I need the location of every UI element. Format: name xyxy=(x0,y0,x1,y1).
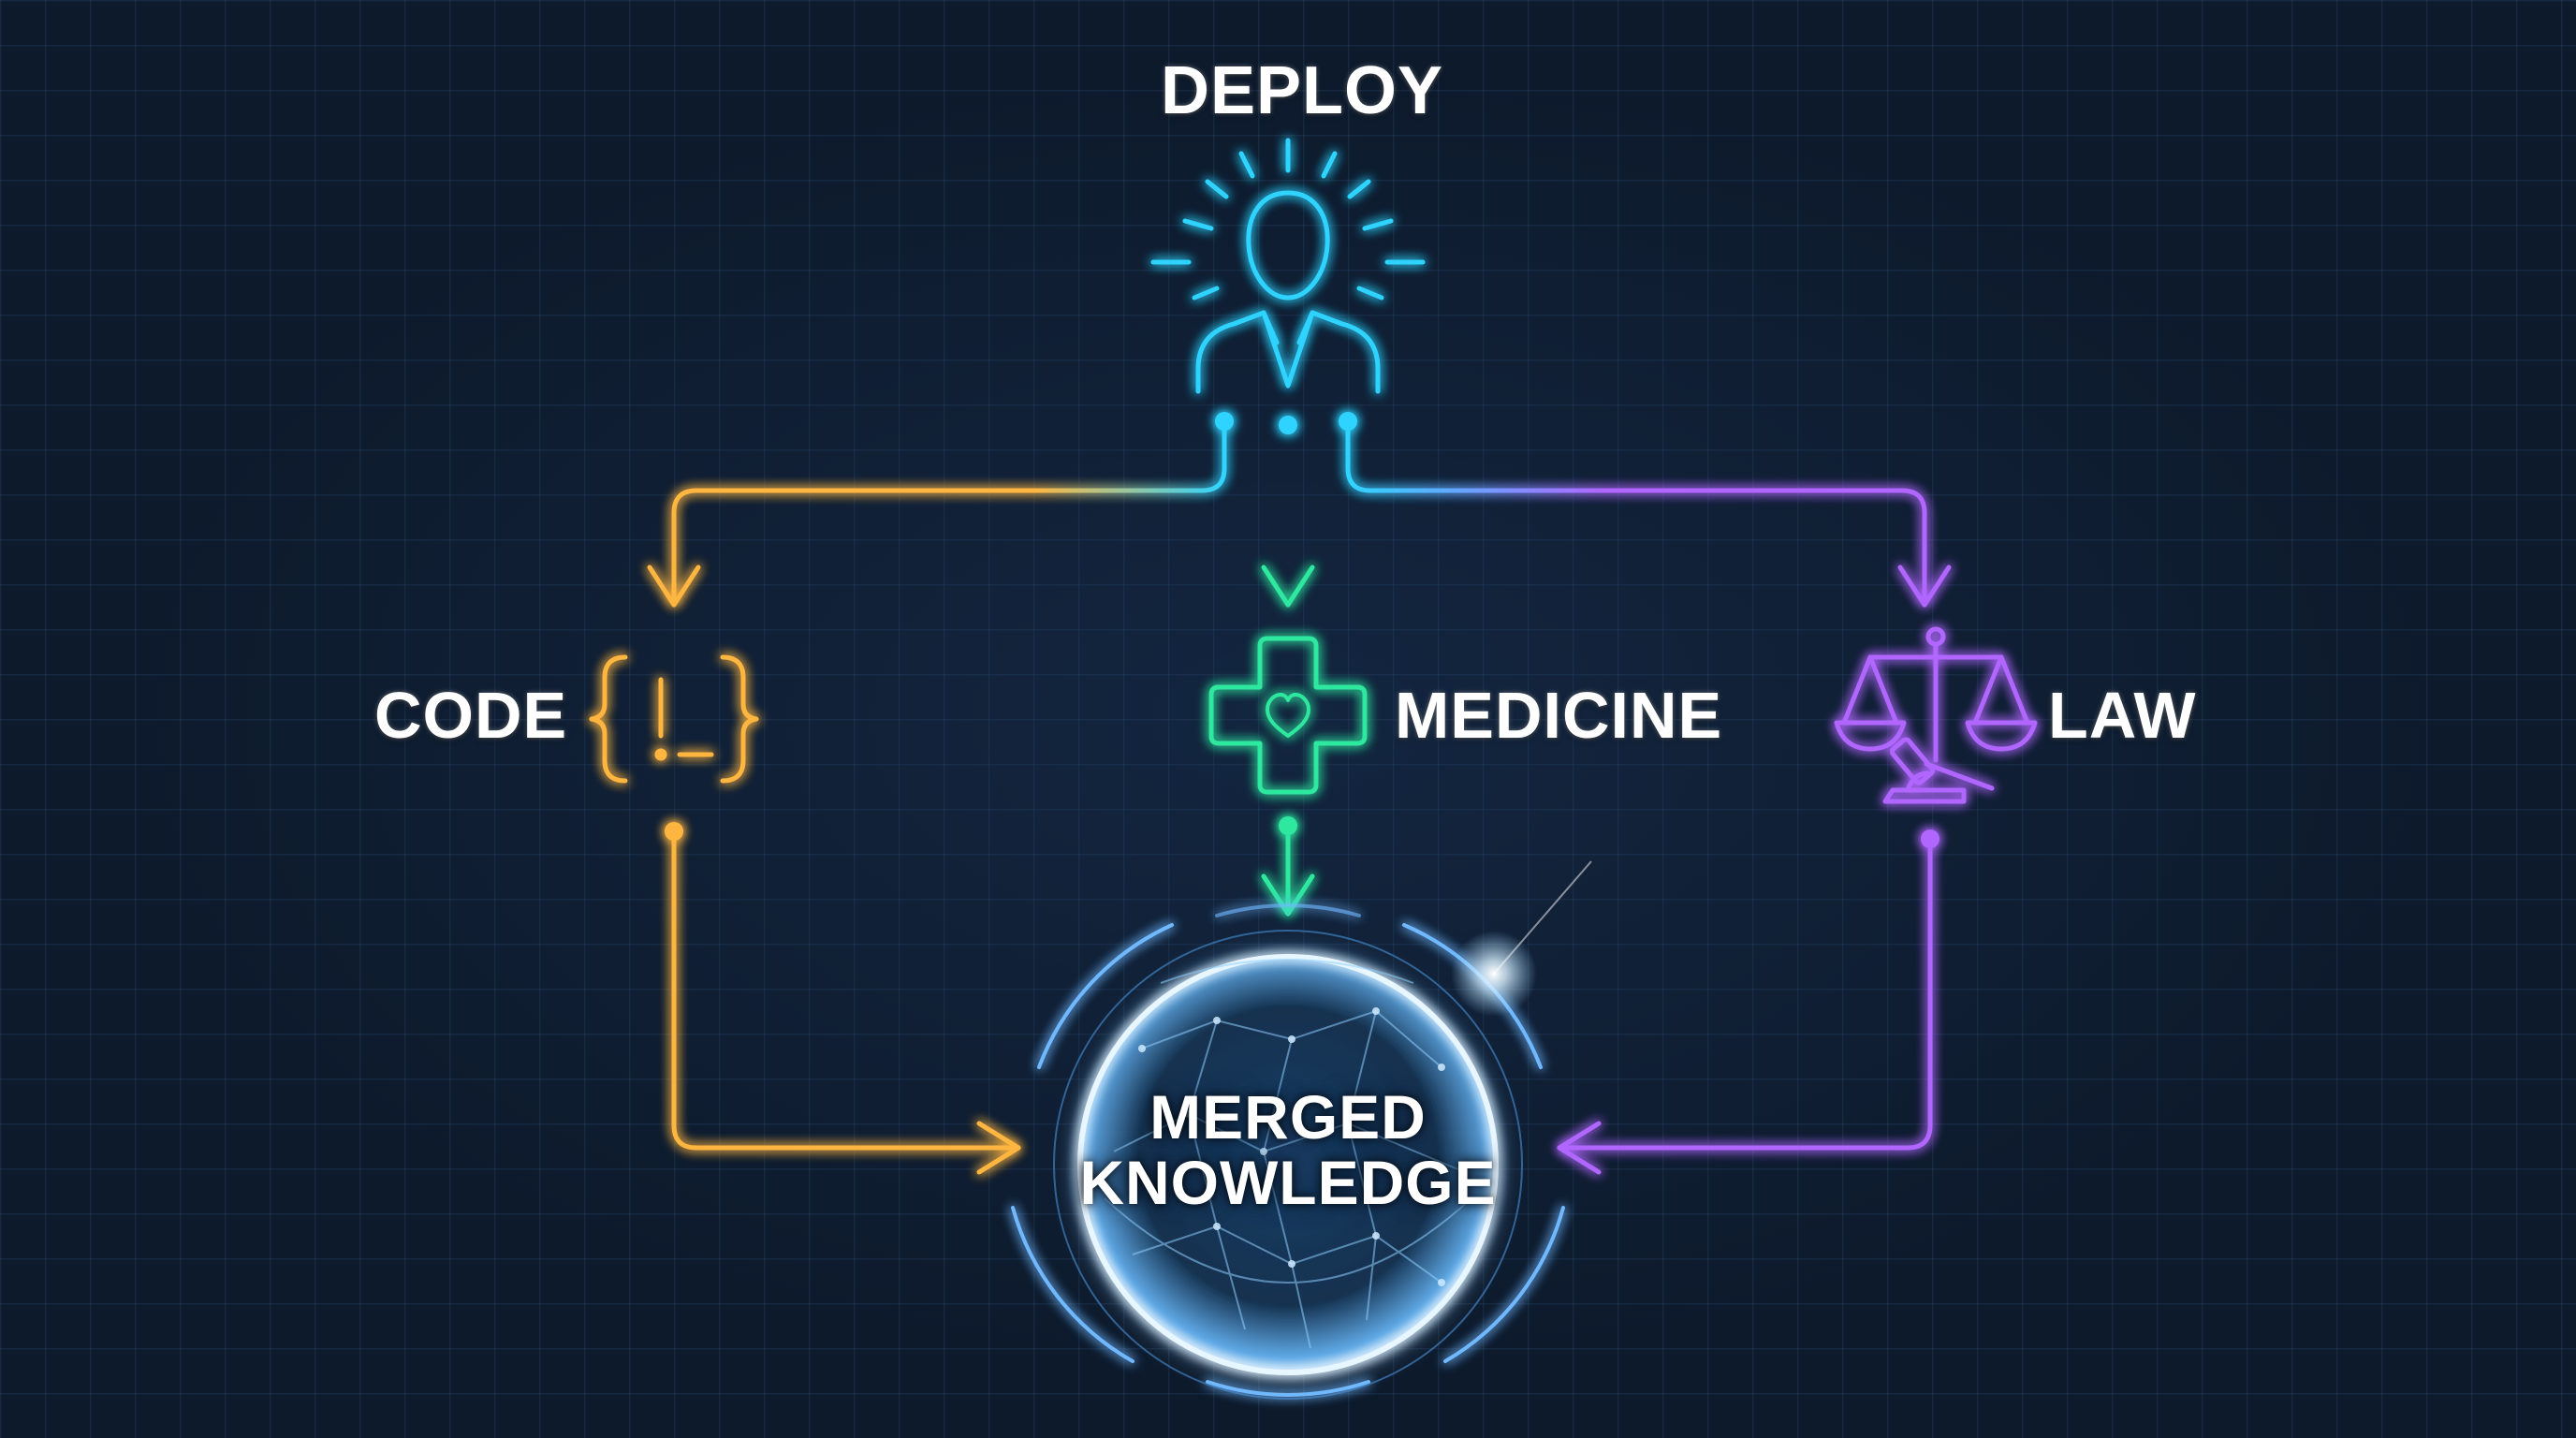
law-label: LAW xyxy=(2048,679,2197,752)
merged-label-line1: MERGED xyxy=(1149,1082,1427,1152)
medical-cross-icon xyxy=(1208,636,1368,795)
arrowhead-law xyxy=(1897,565,1952,608)
code-braces-icon xyxy=(589,654,759,784)
code-label: CODE xyxy=(374,679,568,752)
globe-network-icon xyxy=(1011,860,1592,1400)
person-icon xyxy=(1150,138,1426,394)
scales-gavel-icon xyxy=(1834,626,2038,804)
deploy-label: DEPLOY xyxy=(1161,53,1444,128)
arrowhead-code xyxy=(647,565,701,608)
connector-medicine-to-merged xyxy=(1261,816,1315,917)
connector-law-to-merged xyxy=(1557,829,1939,1175)
connector-deploy-to-medicine xyxy=(1261,416,1315,608)
connector-code-to-merged xyxy=(665,822,1021,1175)
medicine-label: MEDICINE xyxy=(1395,679,1723,752)
arrowhead-medicine xyxy=(1261,565,1315,608)
connector-deploy-to-law xyxy=(1339,412,1952,608)
merged-knowledge-label: MERGED KNOWLEDGE xyxy=(1054,1084,1522,1215)
connector-deploy-to-code xyxy=(647,412,1234,608)
merged-label-line2: KNOWLEDGE xyxy=(1079,1148,1497,1217)
